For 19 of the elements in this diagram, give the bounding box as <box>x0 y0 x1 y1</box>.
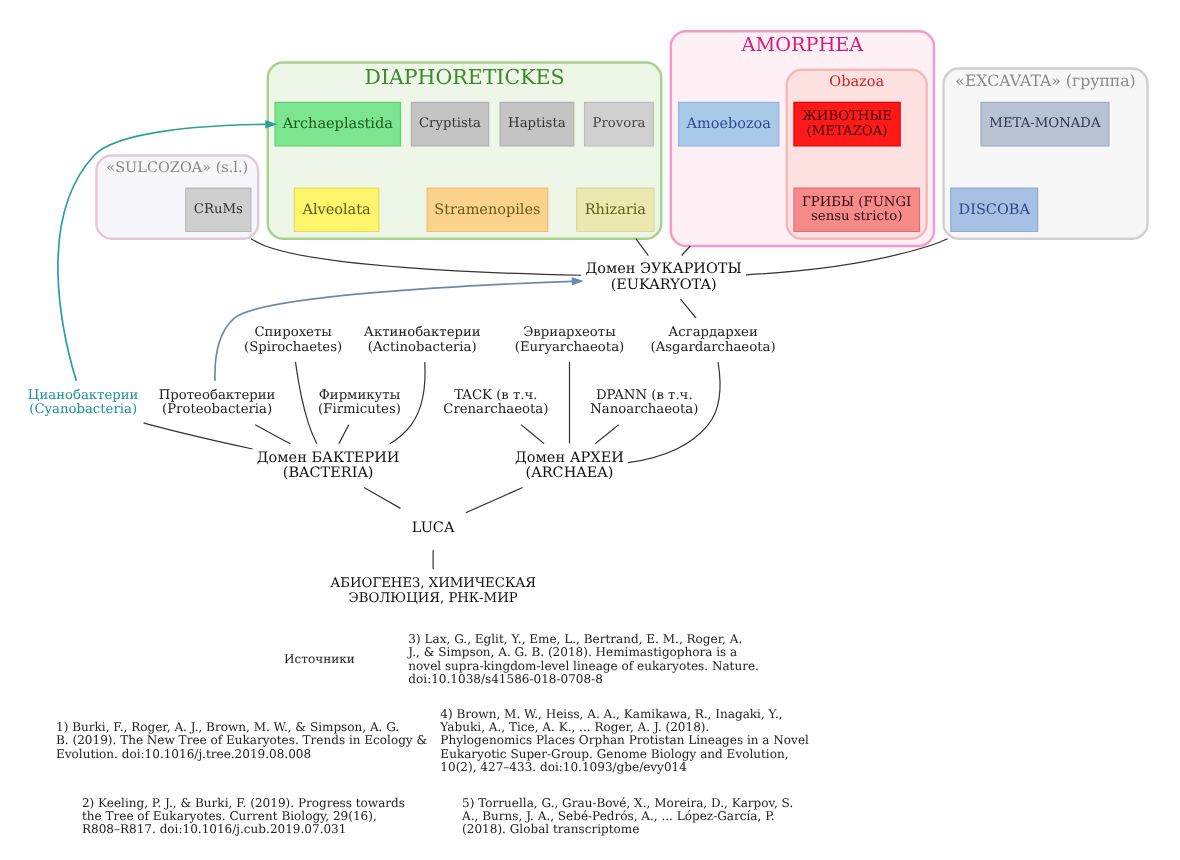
connector <box>681 245 691 257</box>
connector <box>627 361 721 464</box>
connector <box>520 424 545 445</box>
connector <box>745 238 949 276</box>
connector <box>432 549 434 570</box>
connector <box>465 486 524 514</box>
connector <box>338 424 350 445</box>
connector <box>254 424 291 445</box>
connector <box>389 361 426 445</box>
arrow <box>214 277 584 382</box>
connector <box>679 298 697 319</box>
connector <box>594 424 620 445</box>
connector <box>250 238 582 276</box>
connector <box>294 361 318 445</box>
connector <box>363 486 402 509</box>
arrow <box>57 120 278 382</box>
connector <box>142 422 254 450</box>
connector <box>635 238 649 257</box>
connector <box>568 361 571 445</box>
